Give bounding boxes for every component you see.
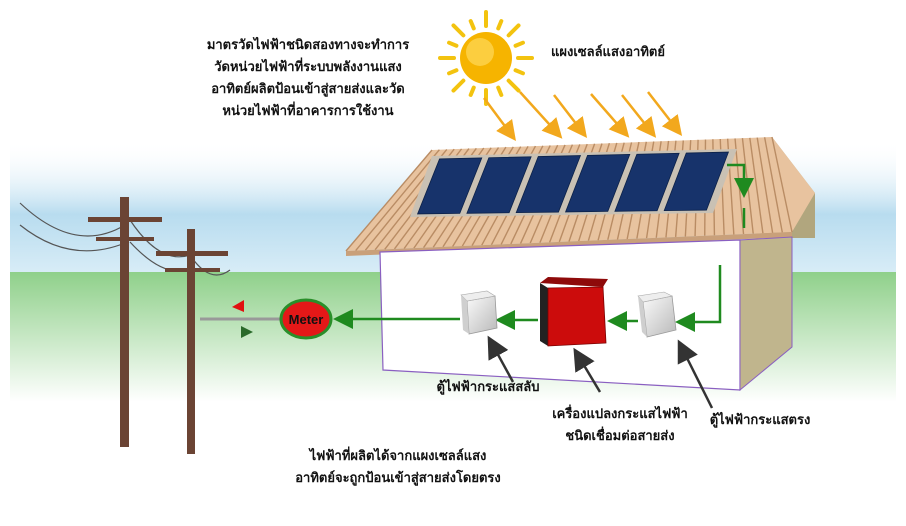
junction-box-icon xyxy=(460,290,498,335)
inverter-label-line: เครื่องแปลงกระแสไฟฟ้า xyxy=(552,407,688,422)
solar-panel-label: แผงเซลล์แสงอาทิตย์ xyxy=(551,45,665,60)
dc-box-label: ตู้ไฟฟ้ากระแสตรง xyxy=(709,413,811,428)
solar-panel-cell xyxy=(515,155,582,214)
utility-pole-icon xyxy=(19,197,231,454)
solar-panel-icon xyxy=(410,149,737,217)
sunlight-arrows xyxy=(482,91,683,142)
meter-description-line: อาทิตย์ผลิตป้อนเข้าสู่สายส่งและวัด xyxy=(211,82,405,97)
grid-feed-line: อาทิตย์จะถูกป้อนเข้าสู่สายส่งโดยตรง xyxy=(295,471,501,486)
grid-feed-description: ไฟฟ้าที่ผลิตได้จากแผงเซลล์แสง อาทิตย์จะถ… xyxy=(268,446,528,490)
meter-label: Meter xyxy=(289,312,324,327)
meter-description-line: วัดหน่วยไฟฟ้าที่ระบบพลังงานแสง xyxy=(214,60,402,75)
indicator-in-icon xyxy=(232,300,244,312)
inverter-label-line: ชนิดเชื่อมต่อสายส่ง xyxy=(565,429,675,444)
solar-panel-cell xyxy=(614,152,680,212)
ac-box-label: ตู้ไฟฟ้ากระแสสลับ xyxy=(436,380,540,395)
meter-description: มาตรวัดไฟฟ้าชนิดสองทางจะทำการ วัดหน่วยไฟ… xyxy=(188,35,428,123)
solar-panel-cell xyxy=(466,156,532,214)
sun-icon xyxy=(438,10,534,106)
junction-box-icon xyxy=(637,291,677,338)
inverter-icon xyxy=(540,277,608,347)
inverter-label: เครื่องแปลงกระแสไฟฟ้า ชนิดเชื่อมต่อสายส่… xyxy=(530,404,710,448)
solar-panel-cell xyxy=(663,151,730,212)
grid-feed-line: ไฟฟ้าที่ผลิตได้จากแผงเซลล์แสง xyxy=(309,449,487,464)
solar-panel-cell xyxy=(564,154,631,213)
meter-description-line: มาตรวัดไฟฟ้าชนิดสองทางจะทำการ xyxy=(206,38,410,53)
meter-description-line: หน่วยไฟฟ้าที่อาคารการใช้งาน xyxy=(222,104,394,119)
meter-icon: Meter xyxy=(200,298,333,340)
solar-panel-cell xyxy=(416,157,483,215)
indicator-out-icon xyxy=(241,326,253,338)
